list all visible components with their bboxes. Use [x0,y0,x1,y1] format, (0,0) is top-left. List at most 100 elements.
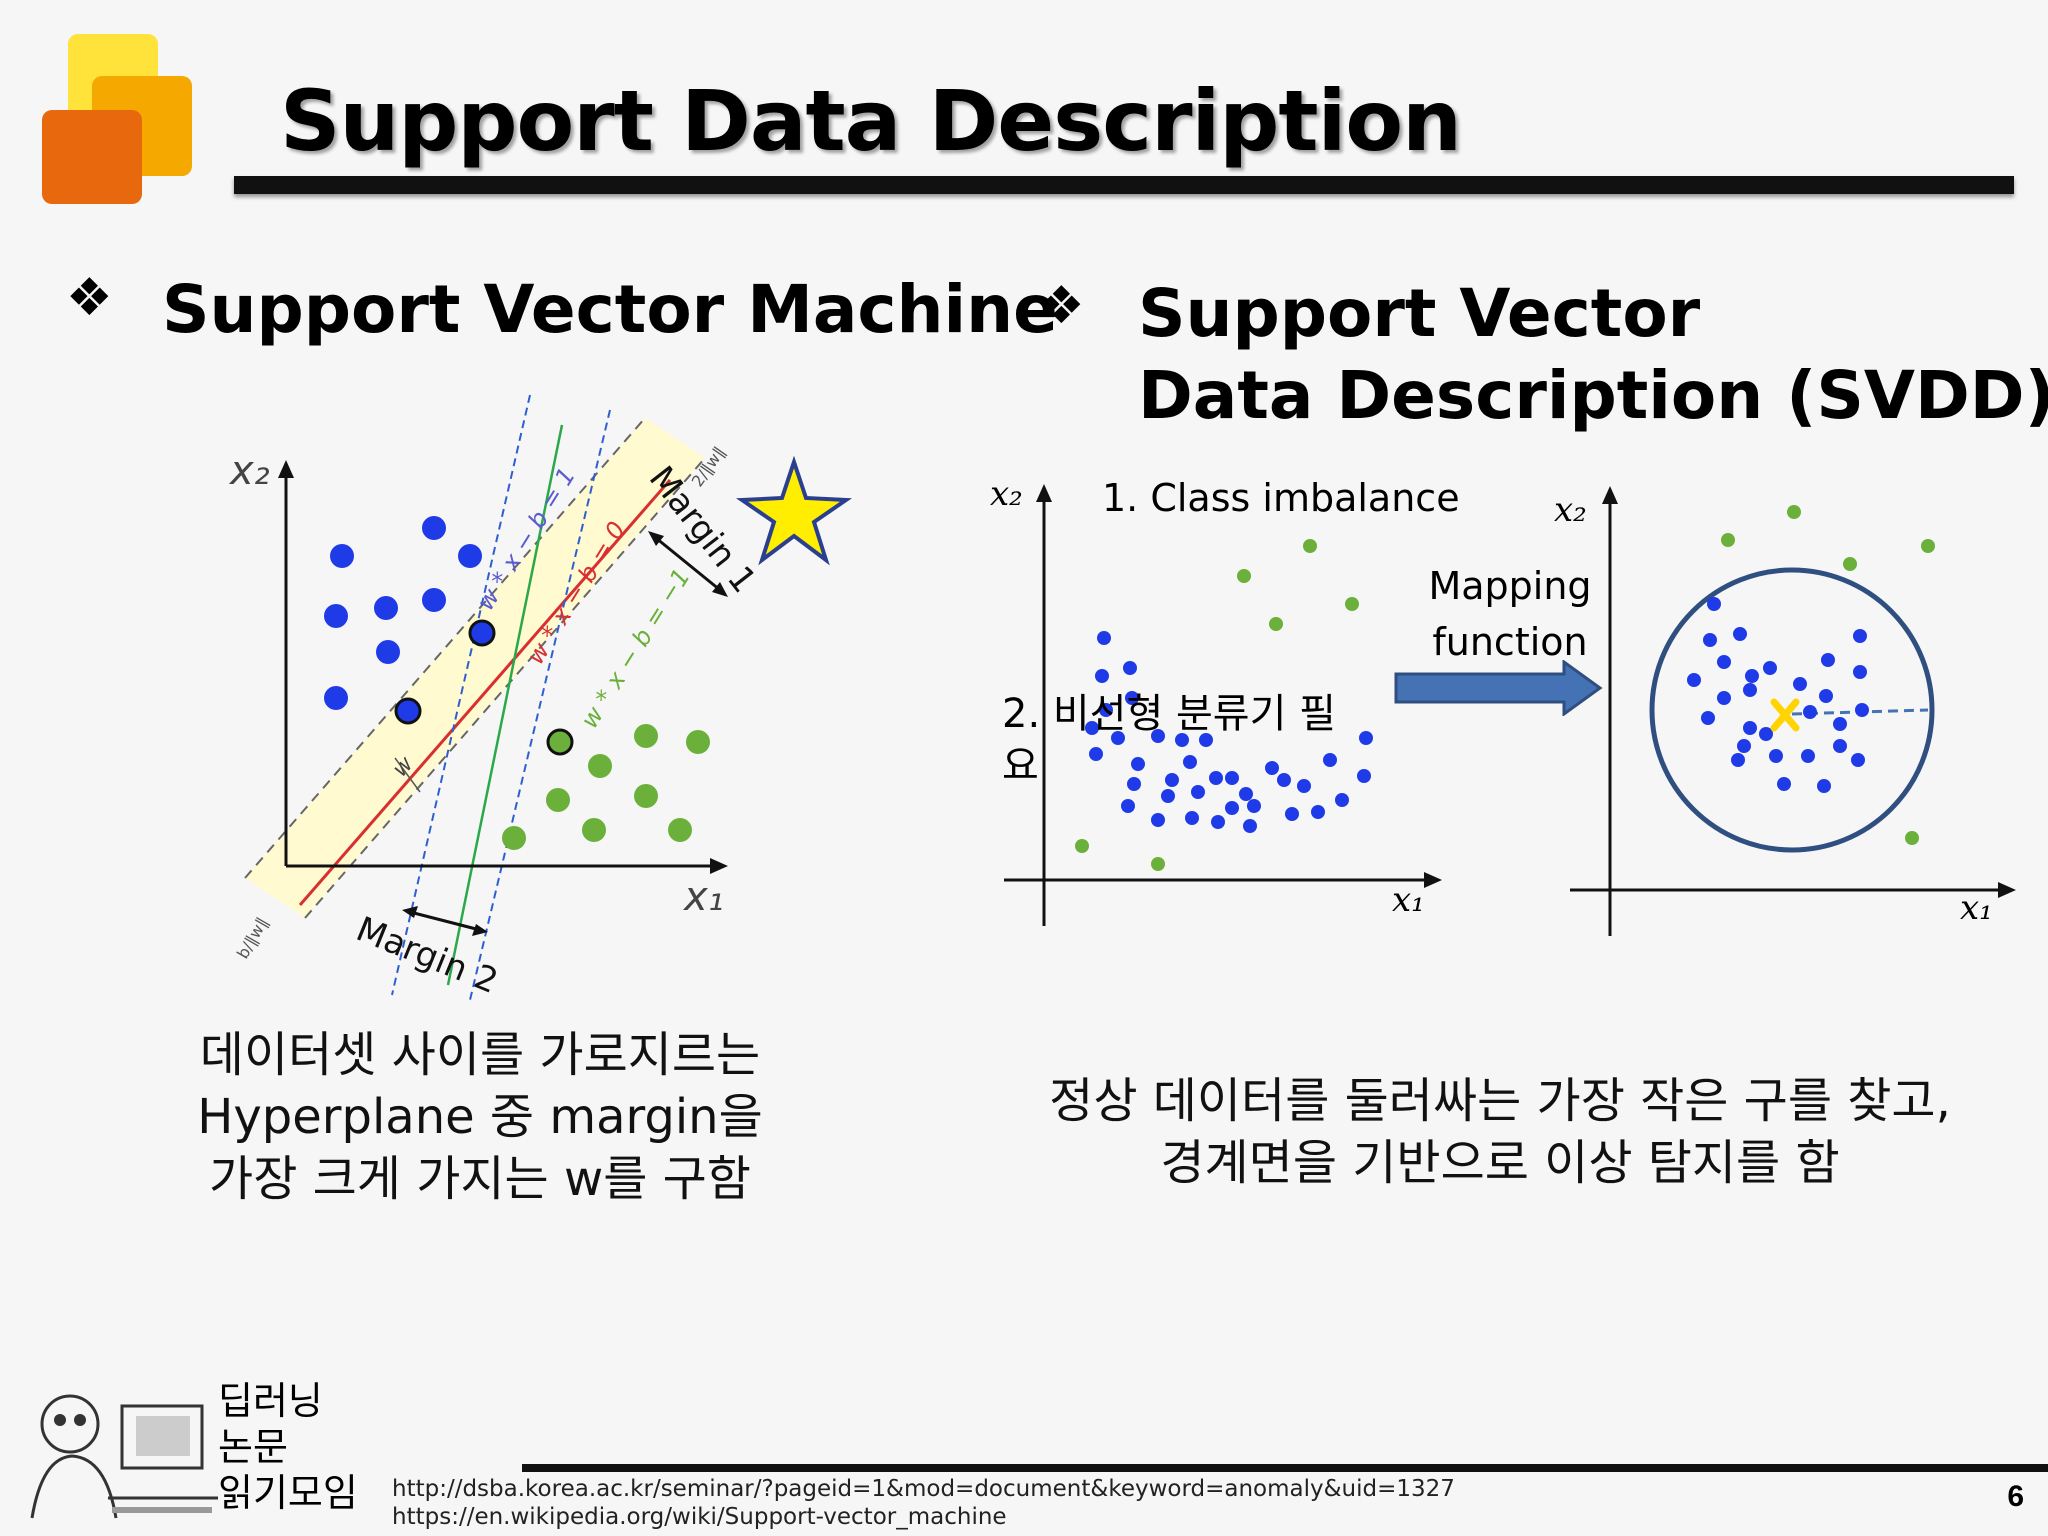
caption-line: 정상 데이터를 둘러싸는 가장 작은 구를 찾고, [1049,1073,1951,1129]
data-point [1853,629,1867,643]
data-point [1905,831,1919,845]
brand-line: 딥러닝 [218,1379,323,1423]
note-line: 2. 비선형 분류기 필 [1002,691,1336,737]
data-point [686,730,710,754]
feature-blue-points [1687,597,1869,793]
caption-line: 경계면을 기반으로 이상 탐지를 함 [1160,1135,1840,1191]
footer-divider [522,1464,2048,1472]
data-point [458,544,482,568]
data-point [374,596,398,620]
data-point [1359,731,1373,745]
input-blue-points [1085,631,1373,833]
data-point [422,588,446,612]
data-point [1131,757,1145,771]
data-point [1111,731,1125,745]
support-vector-blue [468,619,496,647]
data-point [1737,739,1751,753]
mapping-line: function [1432,620,1588,664]
data-point [1787,505,1801,519]
diamond-bullet-icon: ❖ [66,268,113,328]
title-divider [234,176,2014,194]
data-point [1099,703,1113,717]
data-point [1345,597,1359,611]
data-point [634,724,658,748]
data-point [1733,627,1747,641]
data-point [1239,787,1253,801]
left-section-header: ❖ [66,268,113,328]
svm-heading: Support Vector Machine [162,271,1058,348]
data-point [1265,761,1279,775]
data-point [1853,665,1867,679]
data-point [1721,533,1735,547]
data-point [1225,801,1239,815]
feature-x-axis-label: x₁ [1960,888,1993,928]
data-point [1821,653,1835,667]
caption-line: Hyperplane 중 margin을 [197,1089,763,1145]
blue-class-points [324,516,482,710]
data-point [1127,777,1141,791]
data-point [1151,857,1165,871]
data-point [668,818,692,842]
data-point [1817,779,1831,793]
data-point [1183,755,1197,769]
data-point [1777,777,1791,791]
svdd-heading-line1: Support Vector [1138,275,1701,352]
input-x-axis-label: x₁ [1392,880,1425,920]
data-point [1095,669,1109,683]
data-point [1311,805,1325,819]
data-point [1763,661,1777,675]
data-point [1703,633,1717,647]
data-point [582,818,606,842]
data-point [1211,815,1225,829]
dashed-line-a [391,394,531,996]
data-point [1125,691,1139,705]
data-point [1185,811,1199,825]
svdd-caption: 정상 데이터를 둘러싸는 가장 작은 구를 찾고, 경계면을 기반으로 이상 탐… [960,1070,2040,1194]
svdd-input-space-diagram [1004,484,1442,926]
source-link-dsba[interactable]: http://dsba.korea.ac.kr/seminar/?pageid=… [392,1476,1455,1502]
data-point [1247,799,1261,813]
class-imbalance-note: 1. Class imbalance [1102,476,1460,520]
svm-caption: 데이터셋 사이를 가로지르는 Hyperplane 중 margin을 가장 크… [80,1024,880,1210]
data-point [1165,773,1179,787]
support-vector-green [546,728,574,756]
data-point [634,784,658,808]
data-point [1191,785,1205,799]
data-point [1357,769,1371,783]
support-vector-blue [394,697,422,725]
hyperplane-line [298,479,672,906]
right-section-header: ❖ [1038,276,1085,336]
feature-y-axis-label: x₂ [1554,490,1587,530]
data-point [1769,749,1783,763]
data-point [1921,539,1935,553]
mapping-line: Mapping [1428,564,1592,608]
norm-bottom-label: b/‖w‖ [233,914,272,962]
data-point [1285,807,1299,821]
data-point [1759,727,1773,741]
data-point [1243,819,1257,833]
mascot-illustration-icon [30,1394,218,1519]
hypersphere-boundary [1649,567,1935,853]
data-point [1803,705,1817,719]
green-separator-line [446,424,564,986]
data-point [1687,673,1701,687]
page-title: Support Data Description [280,72,1462,170]
source-link-wikipedia[interactable]: https://en.wikipedia.org/wiki/Support-ve… [392,1504,1007,1530]
svm-x-axis-label: x₁ [682,874,724,920]
data-point [1335,793,1349,807]
data-point [1277,773,1291,787]
caption-line: 데이터셋 사이를 가로지르는 [199,1027,761,1083]
feature-green-points [1721,505,1935,845]
dashed-line-b [469,409,611,1001]
data-point [1701,711,1715,725]
data-point [1121,799,1135,813]
nonlinear-classifier-note: 2. 비선형 분류기 필 요 [1002,688,1336,792]
note-line: 요 [1002,743,1039,789]
data-point [1793,677,1807,691]
mapping-arrow-icon [1394,660,1603,716]
green-class-points [502,724,710,850]
margin-band [245,418,705,918]
data-point [1743,721,1757,735]
data-point [1161,789,1175,803]
brand-line: 읽기모임 [218,1471,358,1515]
